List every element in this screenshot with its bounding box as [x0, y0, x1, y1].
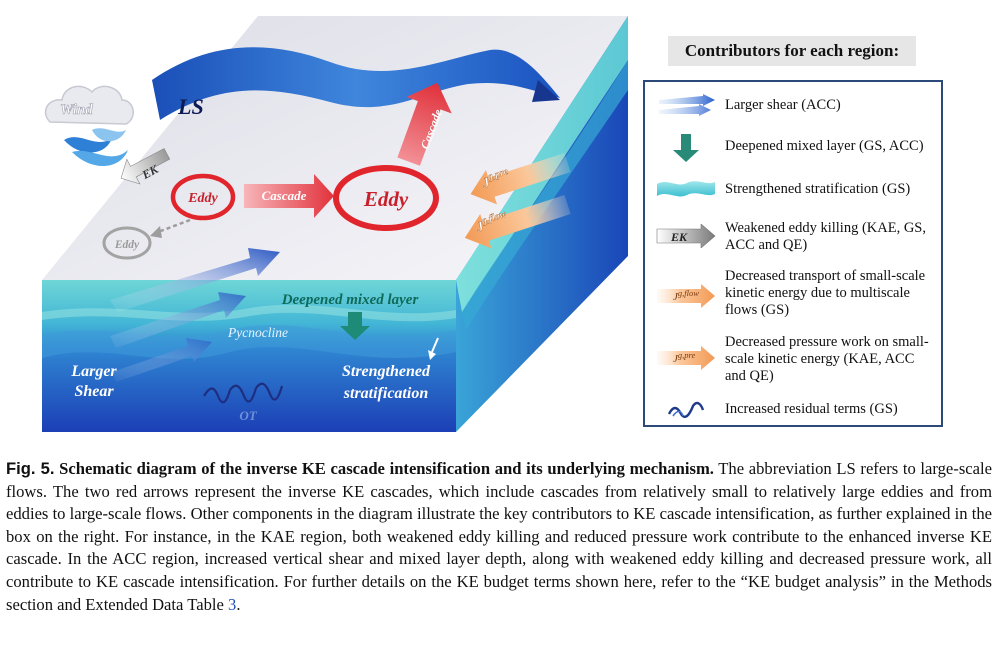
jpre-arrow — [470, 153, 571, 205]
eddy-small-label: Eddy — [187, 191, 218, 206]
mixed-layer-down-arrow — [340, 312, 370, 340]
strat-small-arrow — [431, 337, 439, 353]
legend-text-mixed-layer: Deepened mixed layer (GS, ACC) — [725, 138, 924, 154]
caption-title: Schematic diagram of the inverse KE casc… — [59, 459, 714, 478]
ot-label: OT — [239, 408, 257, 423]
legend-text-jflow: Decreased transport of small-scale kinet… — [725, 268, 926, 318]
legend-text-residual: Increased residual terms (GS) — [725, 401, 898, 417]
jflow-arrow-icon: Jg,flow — [657, 284, 715, 308]
ls-label: LS — [177, 94, 204, 119]
ek-icon-label: EK — [670, 230, 688, 244]
eddy-large-label: Eddy — [363, 187, 409, 211]
jpre-icon-label: Jg,pre — [673, 350, 696, 365]
schematic-diagram: LS Wind EK Eddy Eddy Cascade Eddy Cascad… — [42, 16, 628, 432]
figure-caption: Fig. 5. Schematic diagram of the inverse… — [6, 458, 992, 616]
strat-label-line1: Strengthened — [342, 363, 431, 380]
shear-arrows-icon — [659, 94, 715, 116]
down-arrow-icon — [673, 134, 699, 162]
shear-arrows — [110, 248, 280, 382]
strat-label-line2: stratification — [343, 385, 429, 402]
legend-title: Contributors for each region: — [668, 36, 916, 66]
legend-text-stratification: Strengthened stratification (GS) — [725, 181, 911, 197]
residual-wave-icon — [667, 401, 705, 418]
legend-text-jpre: Decreased pressure work on small-scale k… — [725, 334, 929, 384]
caption-end: . — [236, 594, 241, 614]
ls-flow-ribbon — [152, 47, 560, 120]
strat-small-arrowhead — [428, 350, 436, 360]
ot-waves-icon — [203, 382, 284, 404]
pycnocline-label: Pycnocline — [227, 325, 288, 340]
caption-label: Fig. 5. — [6, 459, 55, 478]
cascade-horizontal-label: Cascade — [262, 188, 307, 203]
wave-band-icon — [657, 181, 715, 197]
legend-text-shear: Larger shear (ACC) — [725, 97, 841, 113]
legend-box: Larger shear (ACC) Deepened mixed layer … — [643, 80, 943, 427]
larger-shear-label-line2: Shear — [74, 383, 114, 400]
jpre-icon-label-main: J — [673, 353, 679, 365]
mixed-layer-label: Deepened mixed layer — [281, 292, 419, 308]
caption-body: The abbreviation LS refers to large-scal… — [6, 459, 992, 614]
caption-table-link[interactable]: 3 — [228, 594, 237, 614]
cascade-diagonal-arrow — [397, 82, 452, 166]
jflow-icon-label-main: J — [673, 291, 679, 303]
ek-arrow — [120, 148, 171, 185]
jpre-icon-label-sup: g,pre — [678, 350, 696, 360]
eddy-faded-ring — [102, 226, 152, 260]
wind-cloud-icon — [44, 85, 134, 167]
legend-text-eddy-killing: Weakened eddy killing (KAE, GS, ACC and … — [725, 220, 926, 253]
ls-arrowhead — [532, 80, 560, 102]
jflow-icon-label: Jg,flow — [673, 288, 699, 303]
wind-label: Wind — [60, 102, 93, 118]
jflow-arrow — [464, 195, 571, 249]
larger-shear-label-line1: Larger — [70, 363, 117, 380]
cascade-horizontal-arrow — [244, 174, 334, 218]
dashed-arrowhead — [150, 226, 162, 238]
jflow-icon-label-sup: g,flow — [678, 288, 699, 298]
jpre-arrow-icon: Jg,pre — [657, 346, 715, 370]
slab-side-wave — [462, 60, 628, 330]
eddy-small-ring — [170, 173, 236, 221]
ek-arrow-icon: EK — [656, 224, 716, 248]
eddy-large-ring — [333, 165, 439, 231]
dashed-arrow-to-faded-eddy — [157, 218, 191, 234]
eddy-faded-label: Eddy — [114, 239, 140, 251]
